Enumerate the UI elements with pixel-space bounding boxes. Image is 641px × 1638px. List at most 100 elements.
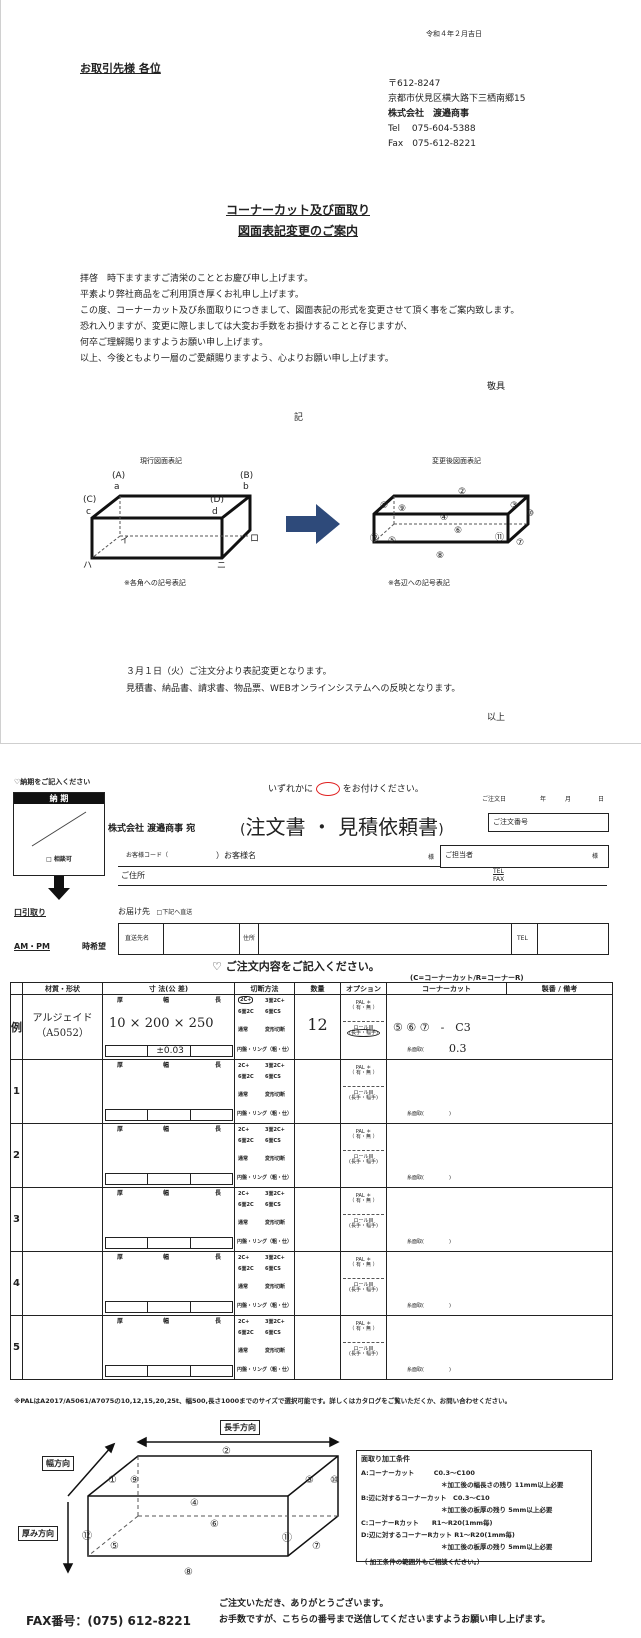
order-number-label: ご注文番号 [493,818,528,826]
dest-tel-label: TEL [517,935,528,942]
qty-input[interactable] [294,1187,341,1252]
customer-name-field[interactable]: お客様コード（ ）お客様名 様 [118,845,440,867]
delivery-header: 納 期 [14,793,104,804]
material-input[interactable] [22,1059,103,1124]
dims-input[interactable]: 厚幅長 [102,1123,235,1188]
dims-input[interactable]: 厚幅長 [102,1251,235,1316]
example-label: 例 [11,1021,22,1034]
material-input[interactable] [22,1123,103,1188]
corner-input[interactable]: 糸面取( ) [386,1315,613,1380]
footer-line2: 見積書、納品書、請求書、物品票、WEBオンラインシステムへの反映となります。 [126,684,461,694]
dims-input[interactable]: 厚幅長 [102,1187,235,1252]
edge-7: ⑦ [516,538,525,548]
delivery-box[interactable]: 納 期 □ 相談可 [13,792,105,876]
material-input[interactable] [22,1251,103,1316]
company-to: 株式会社 渡邉商事 宛 [108,824,196,834]
month-label: 月 [565,796,572,803]
qty-input[interactable] [294,1059,341,1124]
dest-addr-label: 住所 [243,935,256,942]
contact-field[interactable]: ご担当者 様 [440,845,609,868]
down-arrow-icon [48,876,70,900]
material-input[interactable] [22,1315,103,1380]
new-note: ※各辺への記号表記 [388,579,450,587]
corner-A: (A) [112,471,126,481]
qty-input[interactable] [294,1315,341,1380]
customer-name-label: ）お客様名 [216,851,256,860]
qty-input[interactable] [294,1123,341,1188]
corner-C: (C) [83,495,97,505]
example-dims: 10 × 200 × 250 [109,1016,214,1031]
option-input[interactable]: PAL ＊（ 有・無 ）ロール目(長手・幅手) [340,1187,387,1252]
dim-thick: 厚 [117,997,124,1004]
direct-delivery-check[interactable]: □下記へ直送 [156,909,193,916]
dims-input[interactable]: 厚幅長 [102,1059,235,1124]
table-row-example: 例 アルジェイド （A5052） 厚 幅 長 10 × 200 × 250 ±0… [10,994,613,1060]
header-dimensions: 寸 法(公 差) [102,982,235,995]
body-line: この度、コーナーカット及び糸面取りにつきまして、図面表記の形式を変更させて頂く事… [80,306,520,316]
ampm-option[interactable]: AM・PM [14,942,50,951]
contact-sama: 様 [591,853,598,860]
corner-input[interactable]: 糸面取( ) [386,1251,613,1316]
option-input[interactable]: PAL ＊（ 有・無 ）ロール目(長手・幅手) [340,1315,387,1380]
notice-title-line1: コーナーカット及び面取り [225,203,370,217]
body-line: 何卒ご理解賜りますようお願い申し上げます。 [80,338,269,348]
edge-1: ① [380,501,389,511]
option-input[interactable]: PAL ＊（ 有・無 ）ロール目(長手・幅手) [340,1123,387,1188]
example-option-cell: PAL ＊ （ 有・無 ） ロール目 (長手・幅手) [340,994,387,1060]
recipient: お取引先様 各位 [80,62,161,75]
dir-long-label: 長手方向 [220,1420,260,1435]
option-input[interactable]: PAL ＊（ 有・無 ）ロール目(長手・幅手) [340,1059,387,1124]
qty-input[interactable] [294,1251,341,1316]
header-remarks: 製番 / 備考 [506,982,613,995]
example-dims-cell: 厚 幅 長 10 × 200 × 250 ±0.03 [102,994,235,1060]
edge-5: ⑤ [388,536,397,546]
sender-address: 京都市伏見区横大路下三栖南郷15 [388,94,526,104]
material-input[interactable] [22,1187,103,1252]
day-label: 日 [598,796,605,803]
corner-input[interactable]: 糸面取( ) [386,1187,613,1252]
pickup-option[interactable]: 口引取り [14,908,46,917]
corner-B: (B) [240,471,254,481]
address-field[interactable]: ご住所 TEL FAX [118,867,607,886]
order-number-field[interactable]: ご注文番号 [488,813,609,832]
dir-edge-2: ② [222,1446,231,1457]
sender-fax: Fax 075-612-8221 [388,139,476,149]
body-line: 平素より弊社商品をご利用頂き厚くお礼申し上げます。 [80,290,304,300]
ki-mark: 記 [294,413,304,423]
pal-note: ※PALはA2017/A5061/A7075の10,12,15,20,25t、幅… [14,1397,512,1405]
condition-line: ＊加工後の板厚の残り 5mm以上必要 [441,1543,553,1551]
dir-edge-4: ④ [190,1498,199,1509]
order-table: 材質・形状 寸 法(公 差) 切断方法 数量 オプション コーナーカット 製番 … [10,982,613,1380]
dir-edge-10: ⑩ [330,1475,339,1486]
dir-edge-12: ⑫ [82,1531,92,1542]
corner-ha: ハ [83,561,93,571]
closing: 敬具 [487,382,506,392]
delivery-check[interactable]: □ 相談可 [46,856,72,863]
hope-time: 時希望 [82,942,106,951]
corner-input[interactable]: 糸面取( ) [386,1059,613,1124]
edge-10: ⑩ [526,509,535,519]
new-label: 変更後図面表記 [432,457,481,465]
corner-ro: ロ [250,534,260,544]
year-label: 年 [540,796,547,803]
new-notation-diagram [372,494,530,544]
dims-input[interactable]: 厚幅長 [102,1315,235,1380]
corner-d: d [212,507,218,517]
corner-input[interactable]: 糸面取( ) [386,1123,613,1188]
condition-line: （ 加工条件の範囲外もご相談ください。） [361,1558,484,1566]
option-input[interactable]: PAL ＊（ 有・無 ）ロール目(長手・幅手) [340,1251,387,1316]
corner-b: b [243,482,249,492]
condition-line: B:辺に対するコーナーカット C0.3～C10 [361,1494,490,1502]
example-material-cell: アルジェイド （A5052） [22,994,103,1060]
example-tolerance: ±0.03 [156,1046,184,1056]
destination-row[interactable]: 直送先名 住所 TEL [118,923,609,955]
dir-edge-6: ⑥ [210,1519,219,1530]
